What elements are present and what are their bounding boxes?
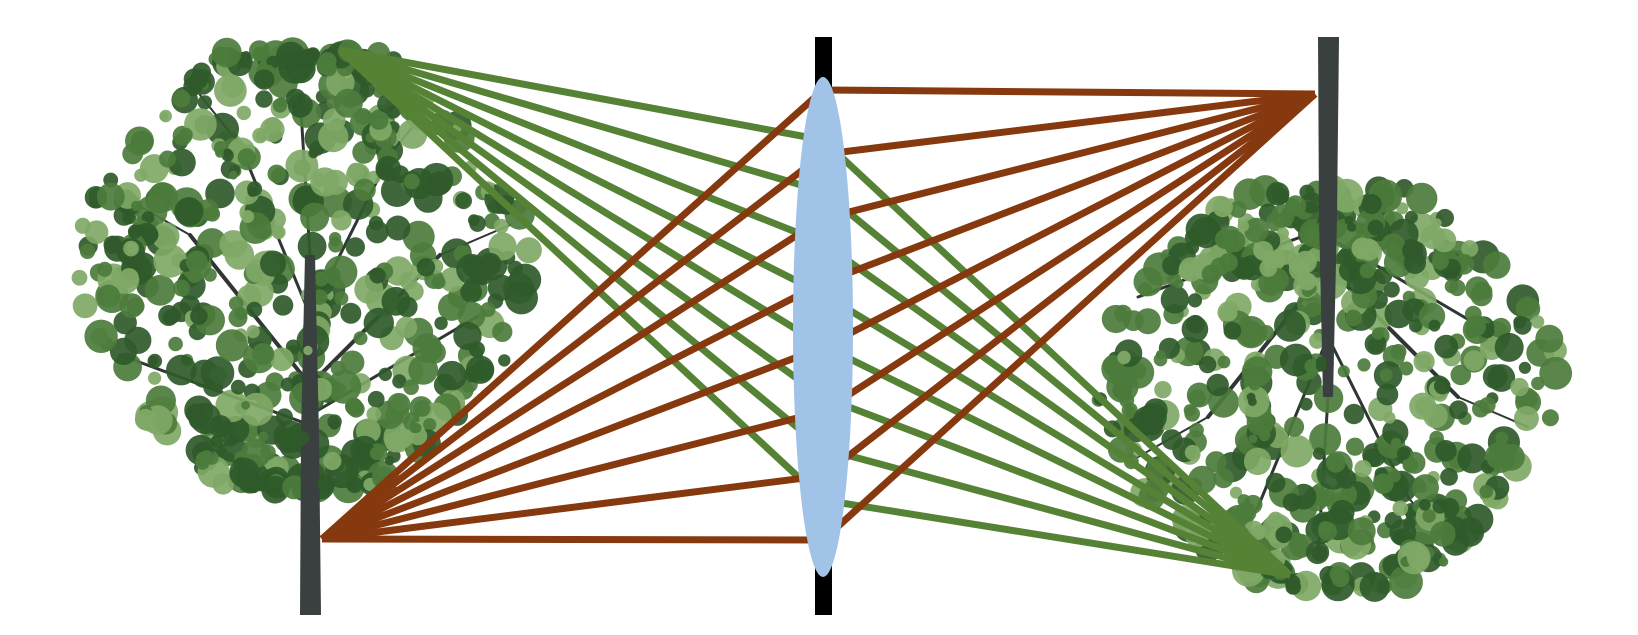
convex-lens-icon [793,77,853,577]
upright-tree-icon [71,37,542,615]
inverted-tree-icon [1091,37,1573,602]
